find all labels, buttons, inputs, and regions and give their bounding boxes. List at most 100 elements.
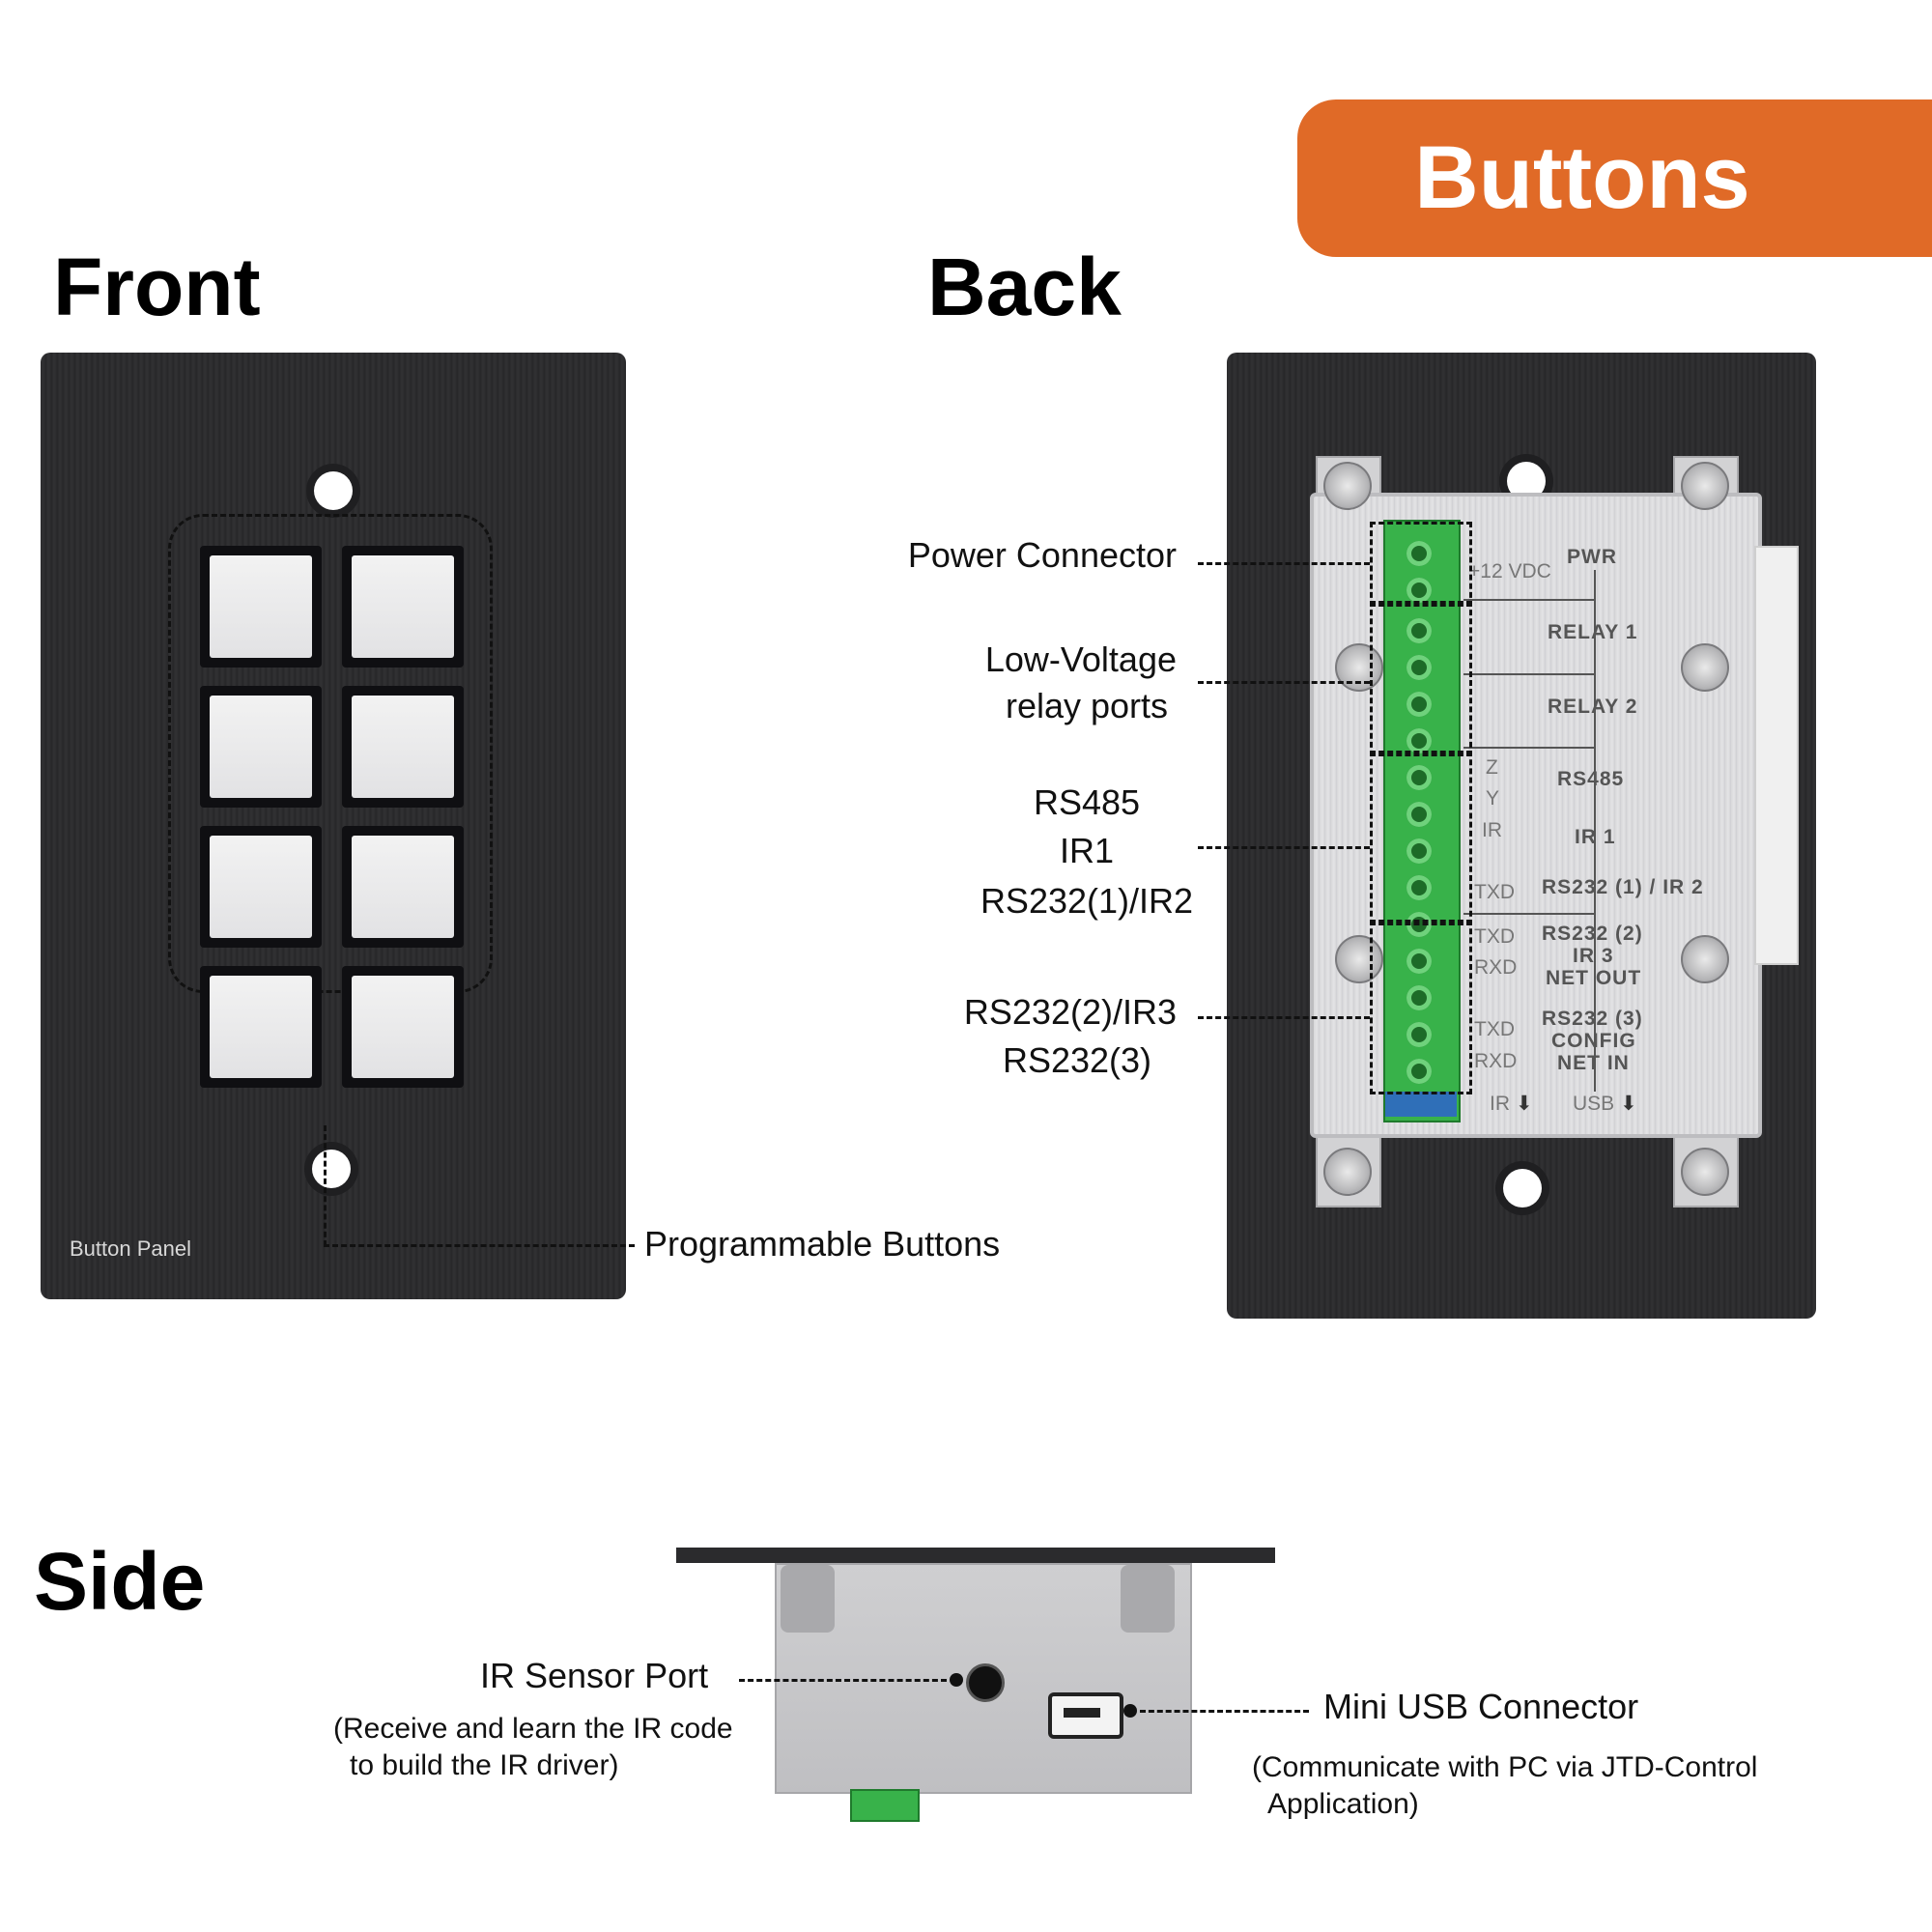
front-callout-vline <box>324 1125 327 1246</box>
programmable-button-1[interactable] <box>200 546 322 668</box>
programmable-button-7[interactable] <box>200 966 322 1088</box>
ports2-callout-line <box>1198 1016 1370 1019</box>
board-divider <box>1463 599 1594 601</box>
board-divider <box>1463 913 1594 915</box>
terminal-pin <box>1406 875 1432 900</box>
ports2-label-rs232-3: RS232(3) <box>1002 1040 1152 1080</box>
button-cap <box>352 976 454 1078</box>
silk-pin-y: Y <box>1486 787 1500 810</box>
silk-pin-rxd3: RXD <box>1474 1050 1518 1072</box>
silk-vdc: +12 VDC <box>1468 560 1551 582</box>
terminal-pin <box>1406 802 1432 827</box>
side-faceplate <box>676 1548 1275 1563</box>
screw-icon <box>1681 643 1729 692</box>
terminal-base <box>1385 1092 1457 1117</box>
terminal-pin <box>1406 985 1432 1010</box>
relay-label-1: Low-Voltage <box>984 639 1177 679</box>
button-cap <box>352 555 454 658</box>
terminal-pin <box>1406 655 1432 680</box>
silk-relay2: RELAY 2 <box>1548 696 1638 718</box>
silk-pwr: PWR <box>1567 546 1617 568</box>
screw-icon <box>1681 1148 1729 1196</box>
ir-sensor-desc-1: (Receive and learn the IR code <box>333 1713 733 1745</box>
usb-contacts <box>1064 1708 1100 1718</box>
board-vline <box>1594 570 1596 1092</box>
silk-usb-arrow: USB ⬇ <box>1573 1092 1637 1116</box>
front-top-hole <box>314 471 353 510</box>
silk-relay1: RELAY 1 <box>1548 621 1638 643</box>
power-connector-label: Power Connector <box>907 535 1177 575</box>
back-bottom-hole <box>1503 1169 1542 1208</box>
board-divider <box>1463 673 1594 675</box>
silk-pin-ir: IR <box>1482 819 1502 841</box>
terminal-pin <box>1406 838 1432 864</box>
silk-netin: NET IN <box>1557 1052 1630 1074</box>
side-terminal-edge <box>850 1789 920 1822</box>
programmable-button-4[interactable] <box>342 686 464 808</box>
screw-icon <box>1323 462 1372 510</box>
terminal-pin <box>1406 541 1432 566</box>
relay-label-2: relay ports <box>1005 686 1169 725</box>
ports-group-outline <box>1370 751 1472 925</box>
silk-rs485: RS485 <box>1557 768 1625 790</box>
programmable-button-2[interactable] <box>342 546 464 668</box>
down-arrow-icon: ⬇ <box>1620 1093 1637 1115</box>
front-title: Front <box>53 242 261 332</box>
ports-label-rs232-1: RS232(1)/IR2 <box>980 881 1194 921</box>
silk-config: CONFIG <box>1551 1030 1636 1052</box>
usb-callout-dot <box>1123 1704 1137 1718</box>
board-divider <box>1463 747 1594 749</box>
silk-pin-txd2: TXD <box>1474 925 1515 948</box>
button-cap <box>210 836 312 938</box>
silk-ir3: IR 3 <box>1573 945 1614 967</box>
panel-brand-text: Button Panel <box>70 1236 191 1261</box>
ir-sensor-label: IR Sensor Port <box>480 1656 709 1695</box>
programmable-button-6[interactable] <box>342 826 464 948</box>
ports-label-rs485: RS485 <box>1033 782 1141 822</box>
silk-pin-z: Z <box>1486 756 1498 779</box>
silk-netout: NET OUT <box>1546 967 1642 989</box>
button-cap <box>210 696 312 798</box>
down-arrow-icon: ⬇ <box>1515 1093 1533 1115</box>
button-cap <box>210 555 312 658</box>
programmable-button-3[interactable] <box>200 686 322 808</box>
front-plate: Button Panel <box>41 353 626 1299</box>
screw-icon <box>1681 462 1729 510</box>
ir-sensor-port[interactable] <box>966 1663 1005 1702</box>
terminal-pin <box>1406 765 1432 790</box>
ports2-label-rs232-2: RS232(2)/IR3 <box>963 992 1177 1032</box>
buttons-dashed-outline <box>168 514 493 993</box>
mini-usb-port[interactable] <box>1048 1692 1123 1739</box>
silk-ir: IR <box>1490 1093 1510 1115</box>
button-cap <box>210 976 312 1078</box>
relay-callout-line <box>1198 681 1370 684</box>
usb-callout-line <box>1140 1710 1309 1713</box>
ir-sensor-desc-2: to build the IR driver) <box>350 1749 619 1781</box>
side-label-sticker <box>1754 546 1799 965</box>
ports2-group-outline <box>1370 920 1472 1094</box>
programmable-buttons-label: Programmable Buttons <box>644 1224 1001 1264</box>
programmable-button-8[interactable] <box>342 966 464 1088</box>
silk-pin-txd3: TXD <box>1474 1018 1515 1040</box>
silk-rs232-1: RS232 (1) / IR 2 <box>1542 876 1704 898</box>
silk-pin-rxd2: RXD <box>1474 956 1518 979</box>
ir-callout-dot <box>950 1673 963 1687</box>
ports-label-ir1: IR1 <box>1059 831 1115 870</box>
power-callout-line <box>1198 562 1370 565</box>
programmable-button-5[interactable] <box>200 826 322 948</box>
silk-pin-txd1: TXD <box>1474 881 1515 903</box>
mini-usb-label: Mini USB Connector <box>1323 1687 1639 1726</box>
buttons-badge: Buttons <box>1297 99 1932 257</box>
terminal-block <box>1383 520 1461 1122</box>
silk-rs232-3: RS232 (3) <box>1542 1008 1643 1030</box>
terminal-pin <box>1406 1022 1432 1047</box>
power-group-outline <box>1370 522 1472 607</box>
screw-icon <box>1323 1148 1372 1196</box>
silk-ir-arrow: IR ⬇ <box>1490 1092 1532 1116</box>
front-callout-hline <box>324 1244 635 1247</box>
side-standoff <box>1121 1565 1175 1633</box>
front-bottom-hole <box>312 1150 351 1188</box>
terminal-pin <box>1406 728 1432 753</box>
terminal-pin <box>1406 949 1432 974</box>
silk-usb: USB <box>1573 1093 1615 1115</box>
